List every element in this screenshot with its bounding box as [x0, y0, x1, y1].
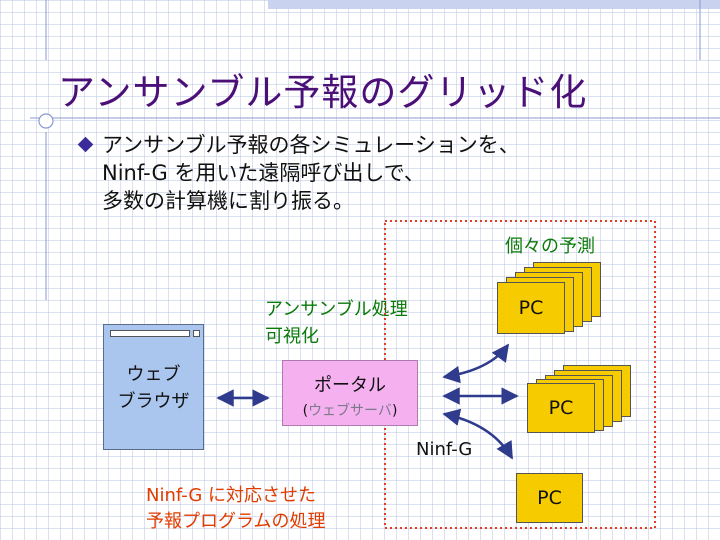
browser-label-line1: ウェブ	[126, 364, 181, 385]
portal-paren-close: )	[391, 403, 398, 419]
ensemble-label-line1: アンサンブル処理	[265, 299, 408, 320]
red-note-line2: 予報プログラムの処理	[146, 511, 326, 532]
bullet-line: 多数の計算機に割り振る。	[102, 189, 354, 213]
browser-window-button	[193, 330, 200, 337]
pc-box: PC	[497, 282, 565, 334]
individual-forecast-label: 個々の予測	[505, 236, 595, 257]
bullet-line: Ninf-G を用いた遠隔呼び出しで、	[102, 161, 425, 185]
pc-label: PC	[518, 297, 544, 319]
web-browser-box: ウェブ ブラウザ	[103, 324, 204, 450]
red-note-line1: Ninf-G に対応させた	[146, 485, 317, 506]
portal-sublabel: (ウェブサーバ)	[283, 400, 417, 420]
portal-web-server-label: ウェブサーバ	[308, 403, 392, 419]
pc-label: PC	[537, 487, 562, 509]
portal-pc3-arrow	[442, 408, 514, 460]
pc-stack-2: PC	[527, 365, 637, 435]
browser-label-line2: ブラウザ	[117, 391, 190, 412]
pc-label: PC	[548, 397, 574, 419]
ensemble-processing-label: アンサンブル処理 可視化	[265, 296, 408, 350]
bullet-text: アンサンブル予報の各シミュレーションを、 Ninf-G を用いた遠隔呼び出しで、…	[102, 131, 520, 215]
ensemble-label-line2: 可視化	[265, 326, 319, 347]
pc-box: PC	[527, 383, 595, 433]
browser-address-bar	[110, 330, 190, 337]
ninfg-label: Ninf-G	[416, 439, 473, 460]
portal-pc1-arrow	[442, 343, 510, 384]
portal-label: ポータル	[314, 375, 386, 396]
ninfg-program-note: Ninf-G に対応させた 予報プログラムの処理	[146, 483, 325, 535]
portal-box: ポータル (ウェブサーバ)	[282, 360, 418, 426]
bullet-line: アンサンブル予報の各シミュレーションを、	[102, 133, 520, 157]
portal-paren-open: (	[302, 403, 309, 419]
pc-stack-1: PC	[497, 262, 607, 334]
browser-label: ウェブ ブラウザ	[104, 361, 203, 415]
slide-title: アンサンブル予報のグリッド化	[58, 71, 588, 114]
accent-circle	[38, 113, 54, 129]
top-band	[268, 0, 720, 9]
pc-box-single: PC	[516, 473, 583, 523]
